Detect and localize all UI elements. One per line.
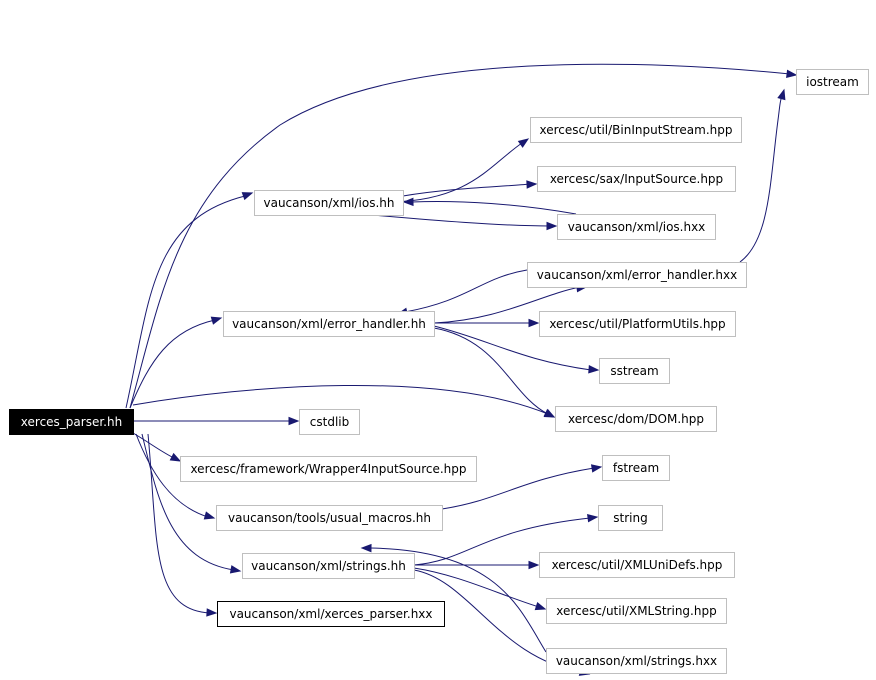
node-xmlstring[interactable]: xercesc/util/XMLString.hpp <box>546 598 727 624</box>
node-xmlunidefs[interactable]: xercesc/util/XMLUniDefs.hpp <box>539 552 735 578</box>
edge-xerces-parser-hh-to-wrapper4 <box>132 432 182 462</box>
edge-ios-hh-to-ios-hxx <box>371 214 558 231</box>
edge-xerces-parser-hh-to-cstdlib <box>133 416 300 426</box>
node-box[interactable] <box>254 190 404 216</box>
node-label: fstream <box>613 461 659 475</box>
edge-strings-hh-to-xmlstring <box>413 567 547 611</box>
node-box[interactable] <box>598 505 663 531</box>
node-platformutils[interactable]: xercesc/util/PlatformUtils.hpp <box>539 311 736 337</box>
edge-xerces-parser-hh-to-xerces-parser-hxx <box>147 433 218 617</box>
node-dom[interactable]: xercesc/dom/DOM.hpp <box>555 406 717 432</box>
edge-ios-hh-to-bininputstream <box>391 138 530 203</box>
node-label: vaucanson/xml/error_handler.hh <box>232 317 426 331</box>
node-label: xercesc/util/XMLUniDefs.hpp <box>552 558 723 572</box>
node-label: xercesc/util/BinInputStream.hpp <box>540 123 733 137</box>
edge-ios-hxx-to-ios-hh <box>402 197 577 215</box>
arrowhead <box>517 138 530 148</box>
node-box[interactable] <box>216 505 443 531</box>
node-box[interactable] <box>217 601 445 627</box>
node-box[interactable] <box>546 648 727 674</box>
node-ios-hh[interactable]: vaucanson/xml/ios.hh <box>254 190 404 216</box>
node-box[interactable] <box>223 311 435 337</box>
node-box[interactable] <box>530 117 742 143</box>
node-box[interactable] <box>539 311 736 337</box>
node-error-handler-hxx[interactable]: vaucanson/xml/error_handler.hxx <box>527 262 747 288</box>
node-strings-hxx[interactable]: vaucanson/xml/strings.hxx <box>546 648 727 674</box>
arrowhead <box>169 452 182 462</box>
node-xerces-parser-hxx[interactable]: vaucanson/xml/xerces_parser.hxx <box>217 601 445 627</box>
node-box[interactable] <box>180 456 477 482</box>
edge-error-handler-hxx-to-error-handler-hh <box>396 269 528 316</box>
node-label: xercesc/dom/DOM.hpp <box>568 412 704 426</box>
node-string[interactable]: string <box>598 505 663 531</box>
edges-layer <box>125 63 798 676</box>
node-label: cstdlib <box>310 415 349 429</box>
node-sstream[interactable]: sstream <box>599 358 670 384</box>
node-usual-macros[interactable]: vaucanson/tools/usual_macros.hh <box>216 505 443 531</box>
arrowhead <box>546 221 558 231</box>
node-box[interactable] <box>9 409 134 435</box>
arrowhead <box>360 543 372 553</box>
node-label: vaucanson/tools/usual_macros.hh <box>228 511 431 525</box>
arrowhead <box>526 180 538 189</box>
edge-strings-hh-to-xmlunidefs <box>413 560 540 570</box>
arrowhead <box>534 602 547 611</box>
node-ios-hxx[interactable]: vaucanson/xml/ios.hxx <box>557 214 716 240</box>
node-wrapper4[interactable]: xercesc/framework/Wrapper4InputSource.hp… <box>180 456 477 482</box>
node-label: sstream <box>610 364 658 378</box>
node-box[interactable] <box>299 409 360 435</box>
arrowhead <box>588 365 600 374</box>
edge-xerces-parser-hh-to-ios-hh <box>125 192 254 409</box>
node-label: xerces_parser.hh <box>21 415 122 429</box>
node-box[interactable] <box>242 553 415 579</box>
edge-xerces-parser-hh-to-error-handler-hh <box>129 316 223 409</box>
node-box[interactable] <box>602 455 670 481</box>
node-label: xercesc/sax/InputSource.hpp <box>550 172 723 186</box>
node-iostream[interactable]: iostream <box>796 69 869 95</box>
node-label: vaucanson/xml/error_handler.hxx <box>537 268 737 282</box>
node-label: vaucanson/xml/strings.hh <box>251 559 406 573</box>
edge-strings-hxx-to-strings-hh <box>360 543 547 653</box>
node-label: xercesc/util/PlatformUtils.hpp <box>549 317 725 331</box>
node-box[interactable] <box>527 262 747 288</box>
edge-strings-hh-to-string <box>413 514 599 566</box>
edge-error-handler-hh-to-platformutils <box>434 318 540 328</box>
node-inputsource[interactable]: xercesc/sax/InputSource.hpp <box>537 166 736 192</box>
node-box[interactable] <box>539 552 735 578</box>
node-label: string <box>613 511 647 525</box>
edge-xerces-parser-hh-to-strings-hh <box>141 433 242 574</box>
node-label: vaucanson/xml/ios.hxx <box>568 220 706 234</box>
node-bininputstream[interactable]: xercesc/util/BinInputStream.hpp <box>530 117 742 143</box>
node-box[interactable] <box>599 358 670 384</box>
node-label: vaucanson/xml/xerces_parser.hxx <box>229 607 432 621</box>
nodes-layer: xerces_parser.hh iostream xercesc/util/Bin… <box>9 69 869 674</box>
edge-xerces-parser-hh-to-iostream <box>129 63 798 409</box>
node-label: vaucanson/xml/strings.hxx <box>556 654 717 668</box>
node-box[interactable] <box>537 166 736 192</box>
node-label: iostream <box>806 75 859 89</box>
node-box[interactable] <box>796 69 869 95</box>
node-label: xercesc/framework/Wrapper4InputSource.hp… <box>190 462 466 476</box>
node-fstream[interactable]: fstream <box>602 455 670 481</box>
node-box[interactable] <box>555 406 717 432</box>
node-box[interactable] <box>546 598 727 624</box>
edge-ios-hh-to-inputsource <box>402 180 538 197</box>
edge-error-handler-hh-to-sstream <box>433 325 600 374</box>
edge-usual-macros-to-fstream <box>441 464 603 510</box>
node-label: vaucanson/xml/ios.hh <box>264 196 395 210</box>
node-label: xercesc/util/XMLString.hpp <box>556 604 716 618</box>
edge-error-handler-hh-to-dom <box>433 327 556 418</box>
edge-xerces-parser-hh-to-usual-macros <box>135 433 216 520</box>
node-cstdlib[interactable]: cstdlib <box>299 409 360 435</box>
arrowhead <box>402 197 414 207</box>
edge-error-handler-hxx-to-iostream <box>739 88 786 263</box>
node-box[interactable] <box>557 214 716 240</box>
node-xerces-parser-hh[interactable]: xerces_parser.hh <box>9 409 134 435</box>
node-strings-hh[interactable]: vaucanson/xml/strings.hh <box>242 553 415 579</box>
node-error-handler-hh[interactable]: vaucanson/xml/error_handler.hh <box>223 311 435 337</box>
arrowhead <box>587 514 599 523</box>
arrowhead <box>543 408 556 418</box>
